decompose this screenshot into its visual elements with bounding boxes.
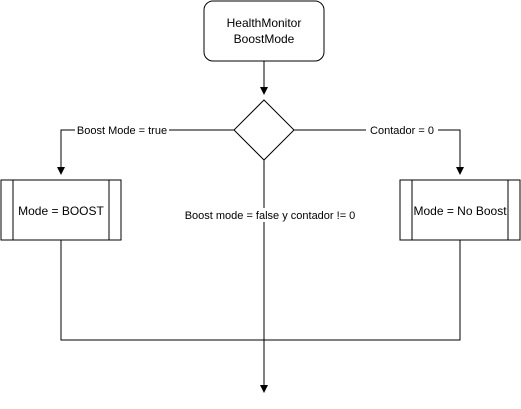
right-edge-label: Contador = 0 <box>370 125 434 137</box>
connector-left-branch <box>57 129 234 175</box>
connector-right-branch <box>294 129 464 175</box>
start-node: HealthMonitor BoostMode <box>203 0 325 62</box>
left-edge-label-bg <box>75 123 169 137</box>
connector-no-boost-merge <box>264 240 461 341</box>
start-node-title: HealthMonitor <box>227 16 302 30</box>
left-edge-label: Boost Mode = true <box>77 125 167 137</box>
middle-edge-label-bg <box>177 208 363 222</box>
process-boost: Mode = BOOST <box>0 179 122 241</box>
start-node-subtitle: BoostMode <box>234 32 295 46</box>
process-boost-label: Mode = BOOST <box>18 204 104 218</box>
middle-edge-label: Boost mode = false y contador != 0 <box>185 210 356 222</box>
decision-diamond <box>233 99 295 161</box>
right-edge-label-bg <box>366 123 438 137</box>
process-no-boost-label: Mode = No Boost <box>413 204 507 218</box>
process-no-boost: Mode = No Boost <box>399 179 521 241</box>
connector-boost-merge <box>60 240 264 341</box>
